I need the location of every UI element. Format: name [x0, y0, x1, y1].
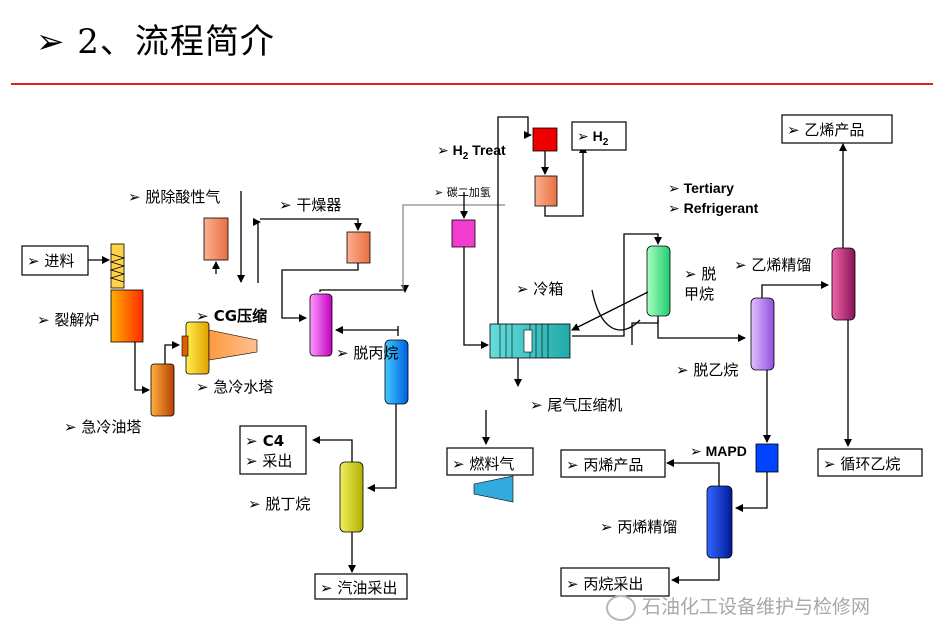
recycle-ethane-label: ➢ 循环乙烷 — [823, 455, 900, 473]
quench-water-tower-label: ➢ 急冷水塔 — [196, 378, 273, 396]
cold-box-shape — [489, 323, 571, 359]
ethylene-fractionator-column — [831, 247, 856, 321]
refrigerant-label: ➢ Refrigerant — [668, 200, 759, 216]
tertiary-label: ➢ Tertiary — [668, 180, 734, 196]
hydrogen-drum — [532, 127, 558, 152]
acid-gas-removal-vessel — [203, 217, 229, 261]
ethylene-fractionator-label: ➢ 乙烯精馏 — [734, 256, 811, 274]
title-divider — [11, 83, 933, 85]
acetylene-hydrogenation-label: ➢ 碳二加氢 — [434, 185, 491, 199]
wechat-icon — [606, 594, 636, 621]
watermark-text: 石油化工设备维护与检修网 — [642, 596, 871, 618]
demethanizer-column — [646, 245, 671, 317]
debutanizer-label: ➢ 脱丁烷 — [248, 495, 310, 513]
ethylene-product-label: ➢ 乙烯产品 — [787, 121, 864, 139]
front-column-shape — [309, 293, 333, 357]
propylene-product-label: ➢ 丙烯产品 — [566, 456, 643, 474]
h2-treat-label: ➢ H2 Treat — [437, 142, 506, 162]
flow-lines — [88, 116, 852, 584]
depropanizer-label-line1: ➢ 脱丙烷 — [336, 344, 398, 362]
quench-oil-tower-shape — [150, 363, 175, 417]
deethanizer-column — [750, 297, 775, 371]
feed-preheat-coil — [109, 243, 126, 289]
page-title: ➢ 2、流程简介 — [36, 22, 275, 62]
cracking-furnace-shape — [110, 289, 144, 343]
fuel-gas-label: ➢ 燃料气 — [452, 455, 514, 473]
dryer-vessel — [346, 231, 371, 264]
cold-box-label: ➢ 冷箱 — [516, 280, 563, 298]
h2-product-label: ➢ H2 — [577, 128, 609, 148]
cg-compression-label: ➢ CG压缩 — [196, 307, 267, 325]
deethanizer-label: ➢ 脱乙烷 — [676, 361, 738, 379]
mapd-label: ➢ MAPD — [690, 443, 747, 459]
quench-water-tower-shape — [185, 321, 210, 375]
tail-gas-compressor-label: ➢ 尾气压缩机 — [530, 396, 622, 414]
watermark: 石油化工设备维护与检修网 — [606, 592, 870, 621]
debutanizer-column — [339, 461, 364, 533]
gasoline-product-label: ➢ 汽油采出 — [320, 579, 397, 597]
demethanizer-label-line1: ➢ 脱 — [684, 265, 716, 283]
propylene-fractionator-column — [706, 485, 733, 559]
propane-product-label: ➢ 丙烷采出 — [566, 575, 643, 593]
acetylene-hydrogenation-reactor — [451, 219, 476, 248]
hydrogen-purifier — [534, 175, 558, 207]
cracking-furnace-label: ➢ 裂解炉 — [37, 311, 99, 329]
c4-output-label: ➢ 采出 — [245, 452, 292, 470]
feed-label: ➢ 进料 — [27, 252, 74, 270]
demethanizer-label-line2: 甲烷 — [684, 285, 714, 303]
label-boxes — [21, 114, 923, 600]
tail-gas-compressor-shape — [473, 475, 514, 503]
dryer-label: ➢ 干燥器 — [279, 196, 341, 214]
propylene-fractionator-label: ➢ 丙烯精馏 — [600, 518, 677, 536]
mapd-reactor — [755, 443, 779, 473]
cg-compressor-shape — [181, 329, 258, 361]
acid-gas-removal-label: ➢ 脱除酸性气 — [128, 188, 220, 206]
c4-label: ➢ C4 — [245, 432, 284, 450]
quench-oil-tower-label: ➢ 急冷油塔 — [64, 418, 141, 436]
